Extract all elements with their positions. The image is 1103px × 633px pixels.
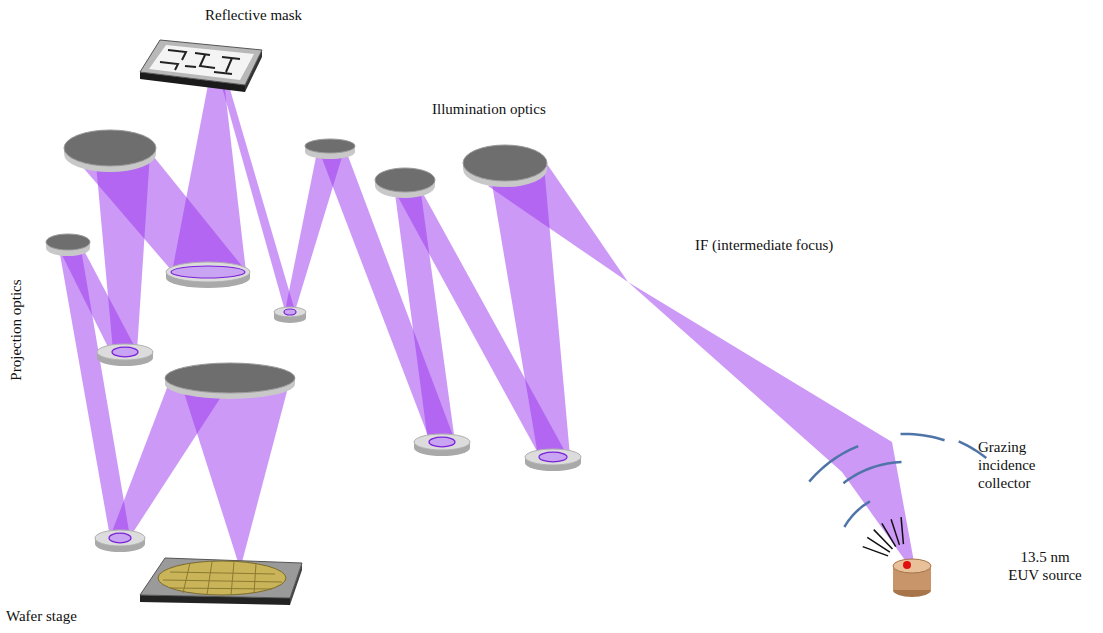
euv-beam <box>318 148 455 441</box>
reflective-mask <box>160 50 240 74</box>
euv-source <box>893 559 931 573</box>
mirror <box>375 168 435 198</box>
mirror <box>375 168 435 192</box>
part-label: Grazing incidence collector <box>978 438 1050 492</box>
mirror <box>414 434 470 450</box>
part-label: Reflective mask <box>205 6 302 24</box>
mirror <box>109 533 131 543</box>
mirror <box>525 449 581 471</box>
reflective-mask <box>149 45 254 80</box>
euv-beam <box>628 282 914 563</box>
mirror <box>46 130 581 552</box>
euv-beam <box>58 243 130 537</box>
wafer-stage <box>163 562 282 595</box>
mirror <box>274 307 306 323</box>
wafer-stage <box>140 558 302 598</box>
mirror <box>525 449 581 465</box>
part-label: IF (intermediate focus) <box>695 236 833 254</box>
collector-fin <box>874 530 893 549</box>
part-label: 13.5 nm EUV source <box>1005 548 1085 584</box>
mirror <box>463 145 547 187</box>
mirror <box>284 309 296 315</box>
part-label: Illumination optics <box>432 100 546 118</box>
mirror <box>166 262 250 288</box>
mirror <box>97 344 153 360</box>
mirror <box>97 344 153 366</box>
mirror <box>305 139 355 159</box>
mirror <box>274 307 306 317</box>
collector-fin <box>863 547 888 556</box>
mirror <box>429 437 455 447</box>
reflective-mask <box>140 40 262 92</box>
mirror <box>166 262 250 282</box>
mirror <box>305 139 355 153</box>
collector-shell <box>901 434 945 440</box>
part-label: Wafer stage <box>6 607 77 625</box>
collector-fin <box>882 523 896 546</box>
mirror <box>112 347 138 357</box>
mirror <box>414 434 470 456</box>
grazing-incidence-collector <box>809 434 986 556</box>
euv-beam <box>392 186 567 455</box>
mirror <box>46 234 90 250</box>
euv-beam <box>285 147 345 311</box>
mirror <box>95 530 145 546</box>
mirror <box>539 452 567 462</box>
mirror <box>64 130 156 166</box>
euv-beam <box>180 380 290 562</box>
euv-beam <box>56 62 914 563</box>
wafer-stage <box>158 561 286 595</box>
wafer-stage <box>163 562 282 595</box>
mirror <box>171 266 245 278</box>
mirror <box>165 363 295 399</box>
reflective-mask <box>140 40 262 85</box>
collector-fin <box>901 517 903 544</box>
mirror <box>95 530 145 552</box>
reflective-mask <box>160 50 240 74</box>
wafer-stage <box>140 558 302 605</box>
mirror <box>46 234 90 256</box>
mirror <box>165 363 295 393</box>
section-label: Projection optics <box>7 279 25 380</box>
euv-source <box>903 561 911 569</box>
collector-shell <box>844 501 870 527</box>
collector-shell <box>809 446 858 482</box>
collector-shell <box>843 462 901 483</box>
euv-source <box>893 559 931 597</box>
mirror <box>463 145 547 181</box>
mirror <box>64 130 156 172</box>
